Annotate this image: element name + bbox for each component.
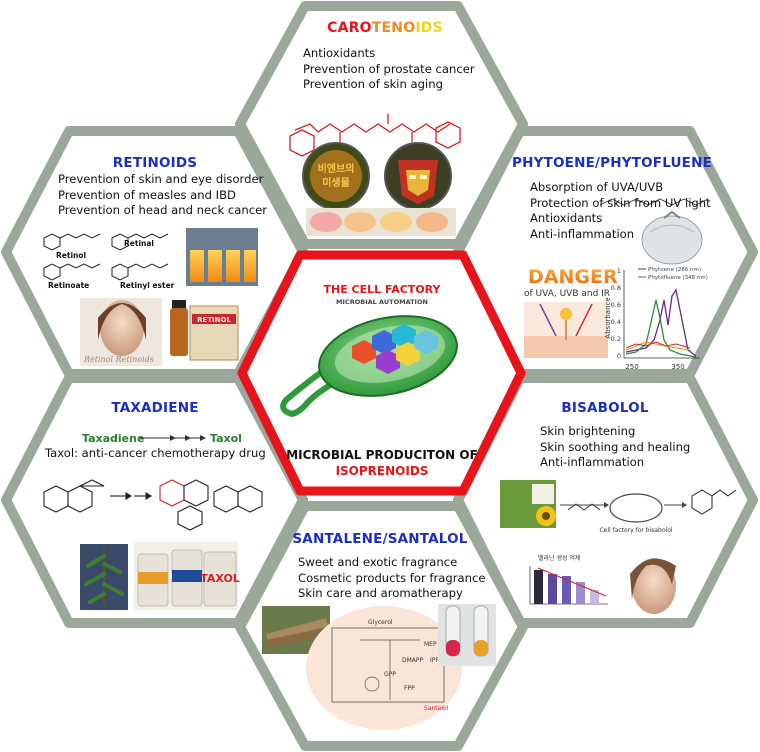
phytoene-benefits: Absorption of UVA/UVB Protection of skin… (530, 180, 711, 242)
series-phytofluene (625, 299, 697, 358)
taxol-bottle-label: TAXOL (200, 572, 240, 585)
pathway-taxadiene: Taxadiene (82, 432, 144, 445)
bisabolol-benefits: Skin brightening Skin soothing and heali… (540, 424, 690, 471)
phytoene-title: PHYTOENE/PHYTOFLUENE (512, 155, 713, 171)
node-dmapp: DMAPP (402, 657, 424, 664)
phytoene-line: Antioxidants (530, 211, 603, 225)
factory-title: THE CELL FACTORY (323, 283, 441, 296)
factory-subtitle: MICROBIAL AUTOMATION (336, 298, 428, 306)
center-caption-line2: ISOPRENOIDS (336, 464, 429, 478)
y-tick-0-8: 0.8 (611, 284, 621, 292)
x-tick-250: 250 (625, 363, 638, 371)
bisabolol-title: BISABOLOL (561, 400, 649, 416)
santalene-line: Skin care and aromatherapy (298, 586, 463, 600)
legend-phytofluene: Phytofluene (348 nm) (648, 275, 708, 281)
microbe-cell-illustration (280, 315, 458, 418)
series-extra-orange (625, 341, 691, 351)
node-santalol: Santalol (424, 705, 449, 712)
hex-bisabolol (453, 373, 758, 628)
santalene-benefits: Sweet and exotic fragrance Cosmetic prod… (298, 555, 485, 602)
bisabolol-pathway-figure: Cell factory for bisabolol (500, 480, 737, 534)
phytoene-structure (599, 198, 709, 206)
woman-face-2-photo (630, 558, 676, 614)
retinoids-line: Prevention of skin and eye disorder (58, 172, 264, 186)
retinol-script-text: Retinol Retinoids (83, 355, 154, 364)
node-fpp: FPP (404, 685, 415, 692)
carotenoids-benefits: Antioxidants Prevention of prostate canc… (303, 46, 475, 93)
santalene-line: Cosmetic products for fragrance (298, 570, 486, 585)
carotenoids-line: Prevention of skin aging (303, 77, 443, 91)
y-tick-0-4: 0.4 (611, 318, 621, 326)
x-tick-350: 350 (671, 363, 684, 371)
series-phytoene (625, 288, 697, 357)
retinoid-structures (43, 233, 169, 281)
bacteria-plates: 비엔브의 미생물 (302, 142, 452, 210)
carotenoids-title: CAROTENOIDS (300, 20, 470, 36)
uv-danger-figure: DANGER of UVA, UVB and IR (524, 266, 618, 358)
retinoids-benefits: Prevention of skin and eye disorder Prev… (58, 172, 267, 219)
center-caption-line1: MICROBIAL PRODUCITON OF (286, 448, 478, 462)
carotenoids-line: Prevention of prostate cancer (303, 61, 475, 76)
retinoids-title: RETINOIDS (112, 155, 198, 171)
woman-face-photo: Retinol Retinoids (80, 298, 162, 366)
yew-branch-photo (80, 544, 128, 610)
carotenoids-title-orange: TENO (371, 20, 416, 36)
tomato-icon (641, 210, 703, 265)
carotenoid-structure (289, 114, 461, 157)
y-tick-0: 0 (617, 352, 621, 360)
melanin-chart-title: 멜라닌 생성 억제 (538, 554, 580, 562)
svg-text:미생물: 미생물 (322, 176, 350, 189)
santalol-tubes-photo (438, 604, 496, 666)
bisabolol-line: Anti-inflammation (540, 455, 645, 469)
bisabolol-line: Skin soothing and healing (540, 439, 691, 454)
phytoene-line: Protection of skin from UV light (530, 195, 711, 210)
molecule-label-retinoate: Retinoate (48, 281, 89, 290)
molecule-label-retinyl-ester: Retinyl ester (120, 281, 175, 290)
molecule-label-retinal: Retinal (124, 239, 154, 248)
taxadiene-benefits: Taxol: anti-cancer chemotherapy drug (45, 446, 266, 462)
bisabolol-figure-label: Cell factory for bisabolol (599, 527, 672, 534)
melanin-bar-chart: 멜라닌 생성 억제 (529, 554, 608, 605)
molecule-label-retinol: Retinol (56, 251, 86, 260)
carotenoids-title-yellow: IDS (415, 20, 443, 36)
carotenoids-title-red: CARO (327, 20, 372, 36)
danger-subtitle: of UVA, UVB and IR (524, 289, 610, 299)
legend-phytoene: Phytoene (286 nm) (648, 267, 701, 273)
series-extra-red (625, 341, 691, 349)
phytoene-line: Absorption of UVA/UVB (530, 180, 664, 194)
taxadiene-structures (43, 479, 263, 531)
y-tick-0-6: 0.6 (611, 301, 621, 309)
juice-glasses-photo (186, 228, 258, 286)
y-axis-label: Absorbance (604, 297, 612, 338)
node-glycerol: Glycerol (368, 619, 393, 626)
y-tick-1: 1 (617, 267, 621, 275)
culture-tubes (306, 208, 456, 236)
taxadiene-title: TAXADIENE (111, 400, 199, 416)
absorbance-chart: 1 0.8 0.6 0.4 0.2 0 250 350 Absorbance P… (604, 267, 708, 371)
svg-text:비엔브의: 비엔브의 (318, 162, 355, 175)
retinol-product-photo: RETINOL (170, 300, 239, 361)
santalene-title: SANTALENE/SANTALOL (292, 531, 468, 547)
retinoids-line: Prevention of head and neck cancer (58, 203, 268, 217)
pathway-taxol: Taxol (210, 432, 242, 445)
retinol-box-label: RETINOL (197, 316, 231, 324)
bisabolol-line: Skin brightening (540, 424, 636, 438)
danger-title: DANGER (528, 266, 618, 288)
santalol-pathway: Glycerol MEP DMAPP IPP GPP FPP Santalol (306, 606, 462, 730)
carotenoids-line: Antioxidants (303, 46, 376, 60)
retinoids-line: Prevention of measles and IBD (58, 187, 236, 202)
y-tick-0-2: 0.2 (611, 335, 621, 343)
santalene-line: Sweet and exotic fragrance (298, 555, 458, 569)
taxadiene-pathway: Taxadiene Taxol (82, 432, 242, 445)
taxol-bottles-photo: TAXOL (134, 542, 240, 610)
taxadiene-line: Taxol: anti-cancer chemotherapy drug (45, 446, 266, 460)
node-ipp: IPP (430, 657, 439, 664)
node-mep: MEP (424, 641, 437, 648)
phytoene-line: Anti-inflammation (530, 226, 635, 241)
